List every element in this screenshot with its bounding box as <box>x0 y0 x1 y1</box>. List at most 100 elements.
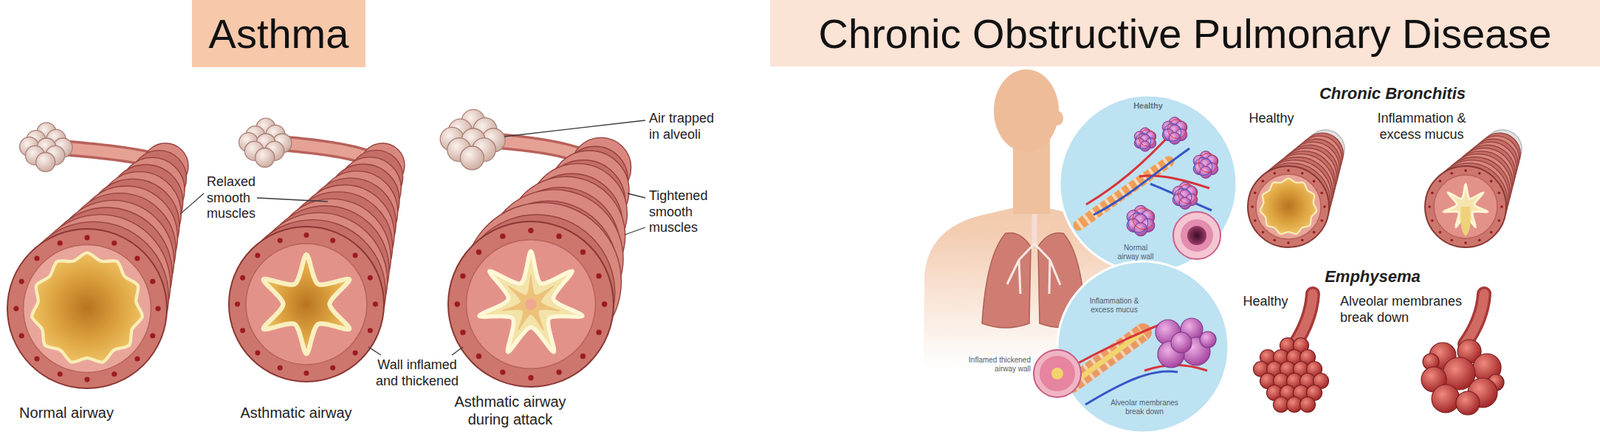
leader-line <box>180 193 204 215</box>
blood-vessel-dot <box>352 252 359 258</box>
blood-vessel-dot <box>499 369 506 375</box>
blood-vessel-dot <box>254 350 260 356</box>
leader-line <box>368 347 381 356</box>
blood-vessel-dot <box>234 301 240 308</box>
blood-vessel-dot <box>454 301 460 307</box>
capillary <box>1139 129 1156 147</box>
capillary <box>1173 188 1192 206</box>
capillary <box>1177 184 1197 204</box>
title-text: Chronic Obstructive Pulmonary Disease <box>818 9 1553 58</box>
figure-caption: Normal airway <box>11 403 122 422</box>
blood-vessel-dot <box>1500 205 1504 209</box>
bronchiole <box>1078 161 1169 226</box>
airway-lumen <box>263 254 350 354</box>
blood-vessel-dot <box>1464 169 1468 173</box>
blood-vessel-dot <box>1253 219 1257 223</box>
blood-vessel-dot <box>149 279 156 285</box>
leader-line <box>451 347 463 356</box>
zoom-circle: HealthyNormal airway wall <box>1058 93 1239 274</box>
capillary <box>1194 157 1213 175</box>
blood-vessel-dot <box>601 301 607 307</box>
blood-vessel-dot <box>1250 205 1254 209</box>
blood-vessel-dot <box>580 249 586 255</box>
blood-vessel-dot <box>149 332 156 339</box>
figure-caption: Asthmatic airway during attack <box>436 392 585 429</box>
figure-caption: Healthy <box>1228 293 1303 311</box>
blood-vessel-dot <box>111 371 117 377</box>
blood-vessel-dot <box>1430 219 1434 223</box>
airway-lumen <box>31 252 143 362</box>
airway-illustration <box>440 109 631 387</box>
nose <box>1051 110 1064 126</box>
blood-vessel-dot <box>580 353 586 359</box>
alveolus <box>36 152 56 173</box>
leader-line <box>627 193 646 198</box>
blood-vessel-dot <box>1261 231 1265 235</box>
leader-line <box>504 120 646 137</box>
annotation-label: Air trapped in alveoli <box>649 110 723 143</box>
bronchiole <box>1295 293 1313 345</box>
capillary <box>1135 133 1152 150</box>
airway-mucosa <box>466 239 596 370</box>
blood-vessel-dot <box>1312 231 1316 235</box>
airway-cross-section <box>1187 225 1207 246</box>
figure-caption: Healthy <box>1234 110 1309 127</box>
airway-cross-section <box>1051 367 1064 380</box>
airway-mucosa <box>245 243 367 365</box>
annotation-label: Wall inflamed and thickened <box>369 357 466 390</box>
blood-vessel-dot <box>33 355 40 362</box>
blood-vessel-dot <box>1450 238 1454 242</box>
blood-vessel-dot <box>1489 180 1493 184</box>
blood-vessel-dot <box>372 301 379 308</box>
bronchiole-rings <box>1072 332 1143 384</box>
airway-wall <box>228 226 384 382</box>
blood-vessel-dot <box>555 369 562 375</box>
damaged-alveolus <box>1171 332 1192 353</box>
blood-vessel-dot <box>1286 241 1290 245</box>
alveolar-sac <box>1253 293 1330 413</box>
leader-line <box>256 197 328 202</box>
inset-label: Healthy <box>1118 101 1178 111</box>
inset-label: Inflammation & excess mucus <box>1085 296 1143 315</box>
blood-vessel-dot <box>1464 241 1468 245</box>
blood-vessel-dot <box>555 233 562 239</box>
blood-vessel-dot <box>595 329 602 335</box>
title-text: Asthma <box>208 9 350 58</box>
blood-vessel-dot <box>1497 191 1501 195</box>
blood-vessel-dot <box>57 371 63 377</box>
bronchiole <box>1464 293 1485 345</box>
airway-cross-section <box>1180 219 1214 252</box>
trachea <box>1032 214 1038 244</box>
blood-vessel-dot <box>1323 205 1327 209</box>
blood-vessel-dot <box>1439 180 1442 184</box>
blood-vessel-dot <box>277 365 283 371</box>
blood-vessel-dot <box>1320 191 1324 195</box>
alveolus <box>459 146 484 170</box>
blood-vessel-dot <box>527 375 534 381</box>
section-heading: Emphysema <box>1298 267 1447 287</box>
vein <box>1093 148 1212 215</box>
blood-vessel-dot <box>330 237 336 243</box>
lung <box>982 232 1031 328</box>
blood-vessel-dot <box>595 273 602 279</box>
figure-caption: Inflammation & excess mucus <box>1371 110 1472 143</box>
blood-vessel-dot <box>277 237 283 243</box>
airway-illustration <box>228 118 405 382</box>
blood-vessel-dot <box>1300 172 1304 175</box>
blood-vessel-dot <box>330 365 336 371</box>
title-band: Chronic Obstructive Pulmonary Disease <box>770 0 1600 67</box>
inset-label: Alveolar membranes break down <box>1108 398 1180 417</box>
blood-vessel-dot <box>254 252 260 258</box>
bronchiole <box>1072 332 1143 384</box>
section-heading: Chronic Bronchitis <box>1311 84 1474 104</box>
blood-vessel-dot <box>1300 238 1304 242</box>
airway-mucosa <box>23 245 152 373</box>
bronchiole <box>1295 293 1313 345</box>
blood-vessel-dot <box>84 234 90 240</box>
blood-vessel-dot <box>111 240 117 246</box>
blood-vessel-dot <box>239 327 246 333</box>
blood-vessel-dot <box>13 305 19 311</box>
bronchiole <box>1464 293 1485 345</box>
title-box: Asthma <box>191 0 366 68</box>
blood-vessel-dot <box>1478 238 1482 242</box>
